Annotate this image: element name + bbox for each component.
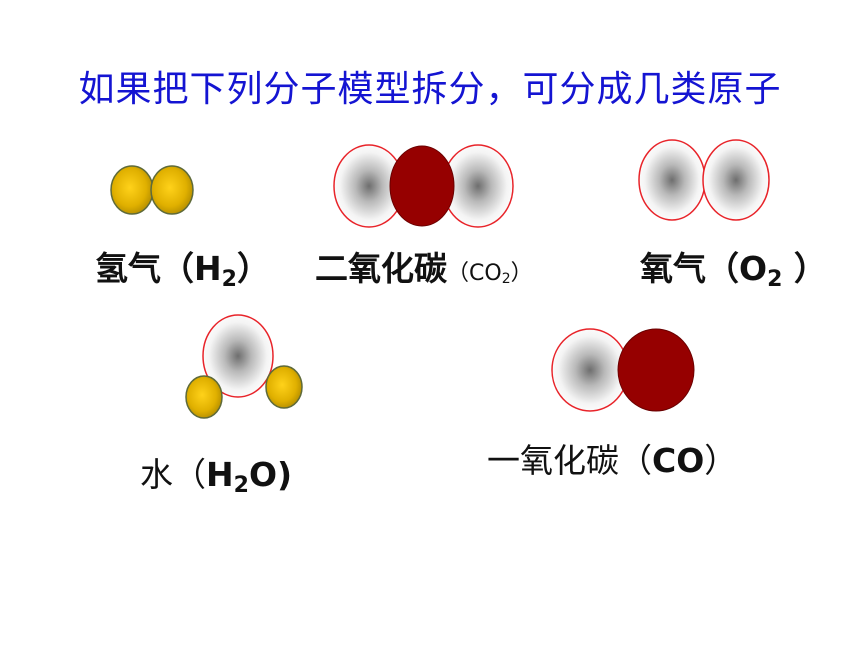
oxygen-atom xyxy=(638,139,706,221)
co-model xyxy=(551,328,695,412)
question-title: 如果把下列分子模型拆分，可分成几类原子 xyxy=(78,69,782,110)
co2-model xyxy=(333,144,514,228)
o2-model xyxy=(638,139,770,221)
co-label: 一氧化碳（CO） xyxy=(487,441,738,480)
h2-model xyxy=(110,165,194,215)
h2o-label: 水（H2O) xyxy=(140,455,293,498)
h2o-model xyxy=(185,314,303,419)
hydrogen-atom xyxy=(110,165,154,215)
oxygen-atom xyxy=(702,139,770,221)
carbon-atom xyxy=(617,328,695,412)
h2-label: 氢气（H2） xyxy=(95,249,270,292)
hydrogen-atom xyxy=(150,165,194,215)
oxygen-atom xyxy=(551,328,629,412)
hydrogen-atom xyxy=(185,375,223,419)
oxygen-atom xyxy=(202,314,274,398)
carbon-atom xyxy=(389,145,455,227)
co2-label: 二氧化碳（CO2） xyxy=(315,249,533,288)
o2-label: 氧气（O2 ） xyxy=(640,249,827,292)
hydrogen-atom xyxy=(265,365,303,409)
